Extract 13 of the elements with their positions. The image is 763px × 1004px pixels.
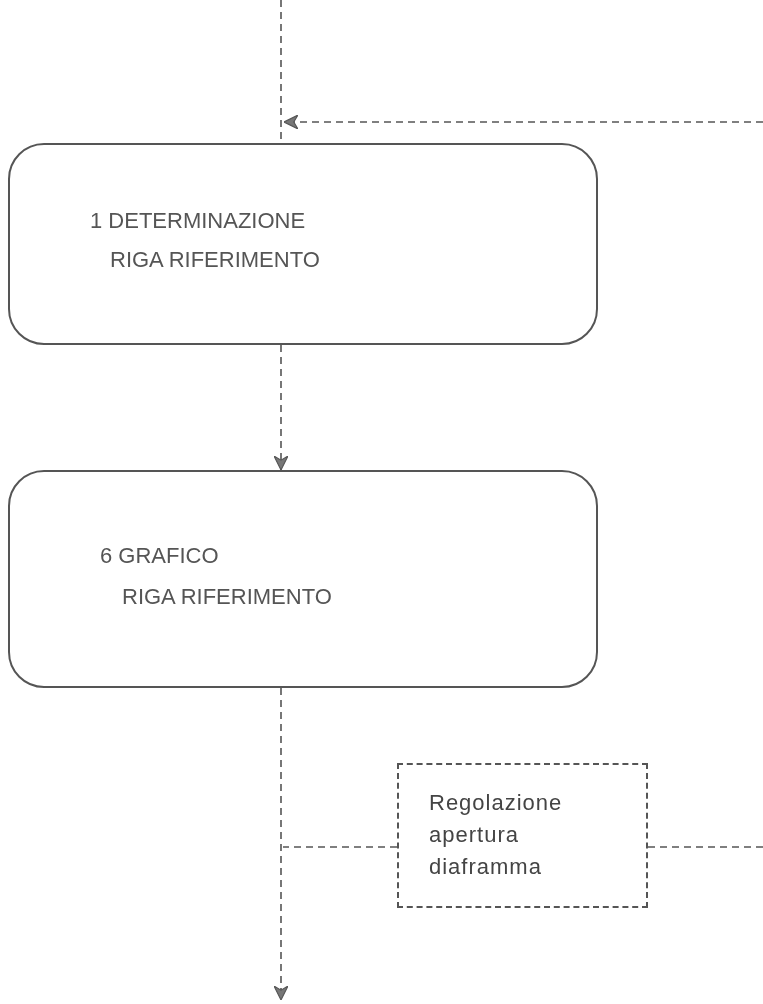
dashed-line <box>647 846 763 848</box>
step-text: Regolazione apertura diaframma <box>429 789 564 881</box>
step-title: 1 DETERMINAZIONE <box>90 208 306 234</box>
dashed-line <box>282 846 398 848</box>
dashed-arrow <box>273 687 289 1001</box>
note-box <box>397 763 648 908</box>
dashed-arrow <box>283 114 763 130</box>
step-text: RIGA RIFERIMENTO <box>122 584 332 610</box>
step-title: 6 GRAFICO <box>100 543 219 569</box>
process-box <box>8 143 598 345</box>
dashed-arrow <box>273 344 289 471</box>
step-text: RIGA RIFERIMENTO <box>110 247 320 273</box>
process-box <box>8 470 598 688</box>
